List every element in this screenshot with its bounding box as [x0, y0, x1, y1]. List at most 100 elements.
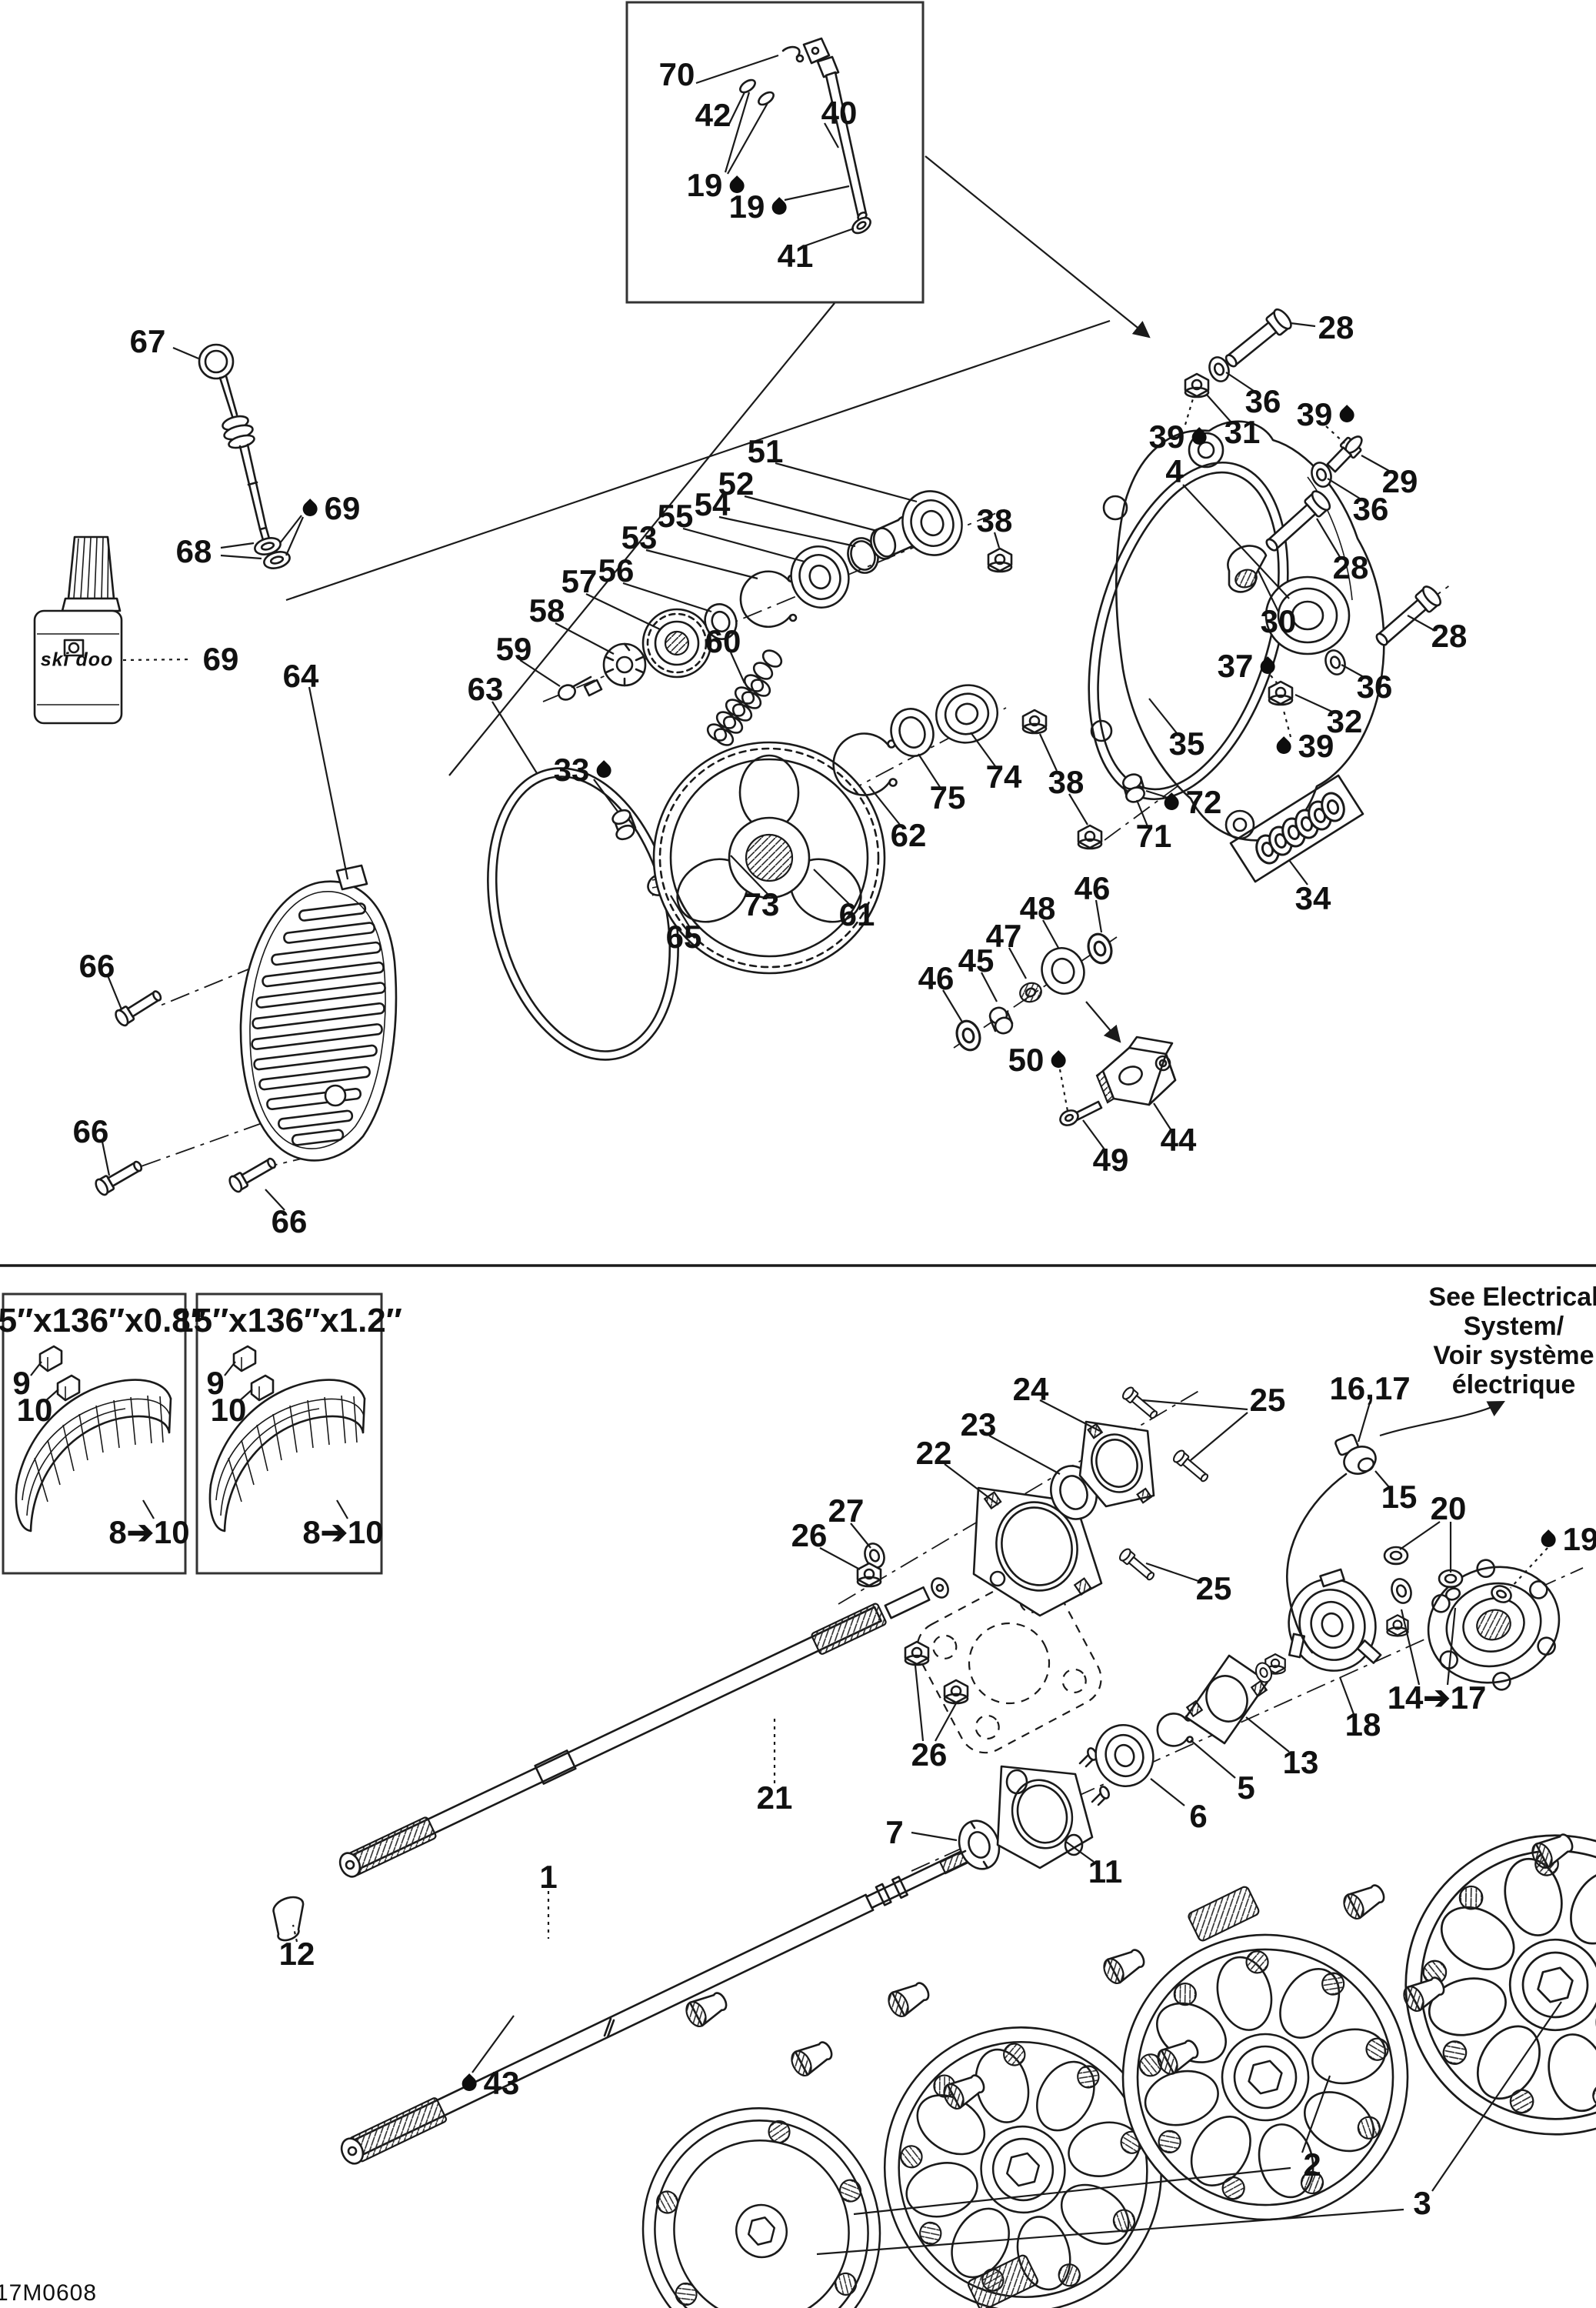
part-callout-36: 36	[1245, 385, 1281, 418]
part-callout-53: 53	[621, 522, 658, 554]
part-callout-10: 10	[211, 1394, 247, 1426]
part-callout-23: 23	[961, 1409, 997, 1441]
part-callout-30: 30	[1261, 605, 1297, 638]
track-option-box-2	[195, 1292, 383, 1575]
callout-text: 34	[1294, 880, 1331, 916]
part-51-bearing	[901, 490, 963, 556]
part-48-roller	[1041, 947, 1085, 995]
part-callout-55: 55	[658, 500, 694, 532]
part-callout-51: 51	[748, 435, 784, 468]
callout-text: 44	[1160, 1122, 1197, 1158]
callout-text: 2	[1303, 2146, 1321, 2183]
part-61-chain-sprocket	[652, 741, 886, 975]
callout-text: 66	[72, 1113, 109, 1149]
oil-drop-icon	[1336, 404, 1358, 425]
part-callout-60: 60	[705, 625, 741, 658]
callout-text: 36	[1356, 669, 1393, 705]
part-callout-66: 66	[79, 950, 115, 982]
callout-text: 40	[821, 95, 858, 131]
part-callout-19: 19	[1538, 1521, 1596, 1557]
callout-text: 25	[1195, 1570, 1232, 1606]
part-callout-39: 39	[1149, 421, 1210, 453]
leader-lines	[30, 54, 1562, 2256]
part-33-bushing	[611, 809, 637, 841]
part-callout-27: 27	[828, 1495, 865, 1527]
callout-text: 68	[175, 533, 212, 569]
callout-text: 11	[1088, 1853, 1123, 1889]
callout-text: 62	[890, 817, 927, 853]
part-callout-34: 34	[1295, 882, 1331, 915]
callout-text: 28	[1431, 618, 1468, 654]
electrical-note-line4: électrique	[1452, 1372, 1576, 1398]
oil-drop-icon	[1273, 735, 1294, 757]
part-18-bearing-housing	[1288, 1568, 1382, 1672]
part-callout-56: 56	[598, 555, 635, 587]
callout-text: 67	[129, 323, 166, 359]
part-callout-12: 12	[279, 1938, 315, 1970]
callout-text: 4	[1165, 453, 1184, 489]
part-callout-31: 31	[1224, 416, 1261, 449]
callout-text: 47	[985, 918, 1022, 954]
callout-text: 28	[1318, 309, 1354, 345]
callout-text: 31	[1224, 414, 1261, 450]
callout-text: 45	[958, 942, 995, 979]
callout-text: 8➔10	[302, 1514, 384, 1550]
callout-text: 1	[539, 1859, 558, 1895]
part-callout-3: 3	[1413, 2187, 1431, 2220]
part-callout-59: 59	[496, 633, 532, 665]
part-callout-45: 45	[958, 945, 995, 977]
callout-text: 35	[1168, 725, 1205, 762]
part-21-upper-drive-shaft	[338, 1577, 949, 1878]
callout-text: 23	[960, 1406, 997, 1442]
oil-drop-icon	[299, 498, 321, 519]
callout-text: 46	[918, 960, 955, 996]
part-callout-66: 66	[73, 1116, 109, 1148]
callout-text: 28	[1332, 549, 1369, 585]
callout-text: 3	[1413, 2185, 1431, 2221]
callout-text: 18	[1344, 1706, 1381, 1743]
callout-text: 69	[324, 490, 361, 526]
callout-text: 38	[976, 502, 1013, 539]
callout-text: 43	[483, 2065, 520, 2101]
callout-text: 51	[747, 433, 784, 469]
part-67-dipstick	[198, 343, 271, 542]
part-callout-29: 29	[1382, 465, 1418, 498]
part-callout-39: 39	[1273, 730, 1334, 762]
part-callout-6: 6	[1189, 1800, 1207, 1833]
part-callout-19: 19	[687, 169, 748, 202]
part-callout-67: 67	[130, 325, 166, 358]
part-45-bushing	[988, 1006, 1014, 1035]
part-callout-44: 44	[1161, 1124, 1197, 1156]
oil-drop-icon	[1048, 1049, 1069, 1071]
part-34-shim-set	[1229, 774, 1364, 883]
part-callout-61: 61	[839, 899, 875, 931]
callout-text: 41	[777, 238, 814, 274]
part-callout-4: 4	[1165, 455, 1183, 488]
callout-text: 16,17	[1329, 1370, 1411, 1406]
part-29-bolt	[1326, 435, 1363, 473]
part-callout-9: 9	[12, 1367, 30, 1399]
callout-text: 56	[598, 552, 635, 589]
oil-drop-icon	[768, 196, 790, 218]
callout-text: 25	[1249, 1382, 1286, 1418]
callout-text: 64	[282, 658, 319, 694]
part-callout-46: 46	[1075, 872, 1111, 905]
part-69-oil-bottle	[33, 535, 123, 725]
part-callout-28: 28	[1431, 620, 1468, 652]
callout-text: 19	[1562, 1521, 1596, 1557]
callout-text: 38	[1048, 764, 1085, 800]
part-callout-18: 18	[1345, 1709, 1381, 1741]
callout-text: 14➔17	[1387, 1679, 1487, 1716]
part-callout-62: 62	[891, 819, 927, 852]
part-callout-40: 40	[821, 97, 858, 129]
part-callout-7: 7	[885, 1816, 903, 1849]
electrical-note-line3: Voir système	[1433, 1342, 1594, 1369]
part-callout-58: 58	[529, 595, 565, 627]
callout-text: 61	[838, 896, 875, 932]
part-49-bolt	[1059, 1100, 1103, 1126]
part-callout-63: 63	[468, 673, 504, 705]
callout-text: 60	[705, 623, 741, 659]
part-57-sprocket-gear	[641, 608, 712, 679]
part-callout-69: 69	[299, 490, 361, 526]
